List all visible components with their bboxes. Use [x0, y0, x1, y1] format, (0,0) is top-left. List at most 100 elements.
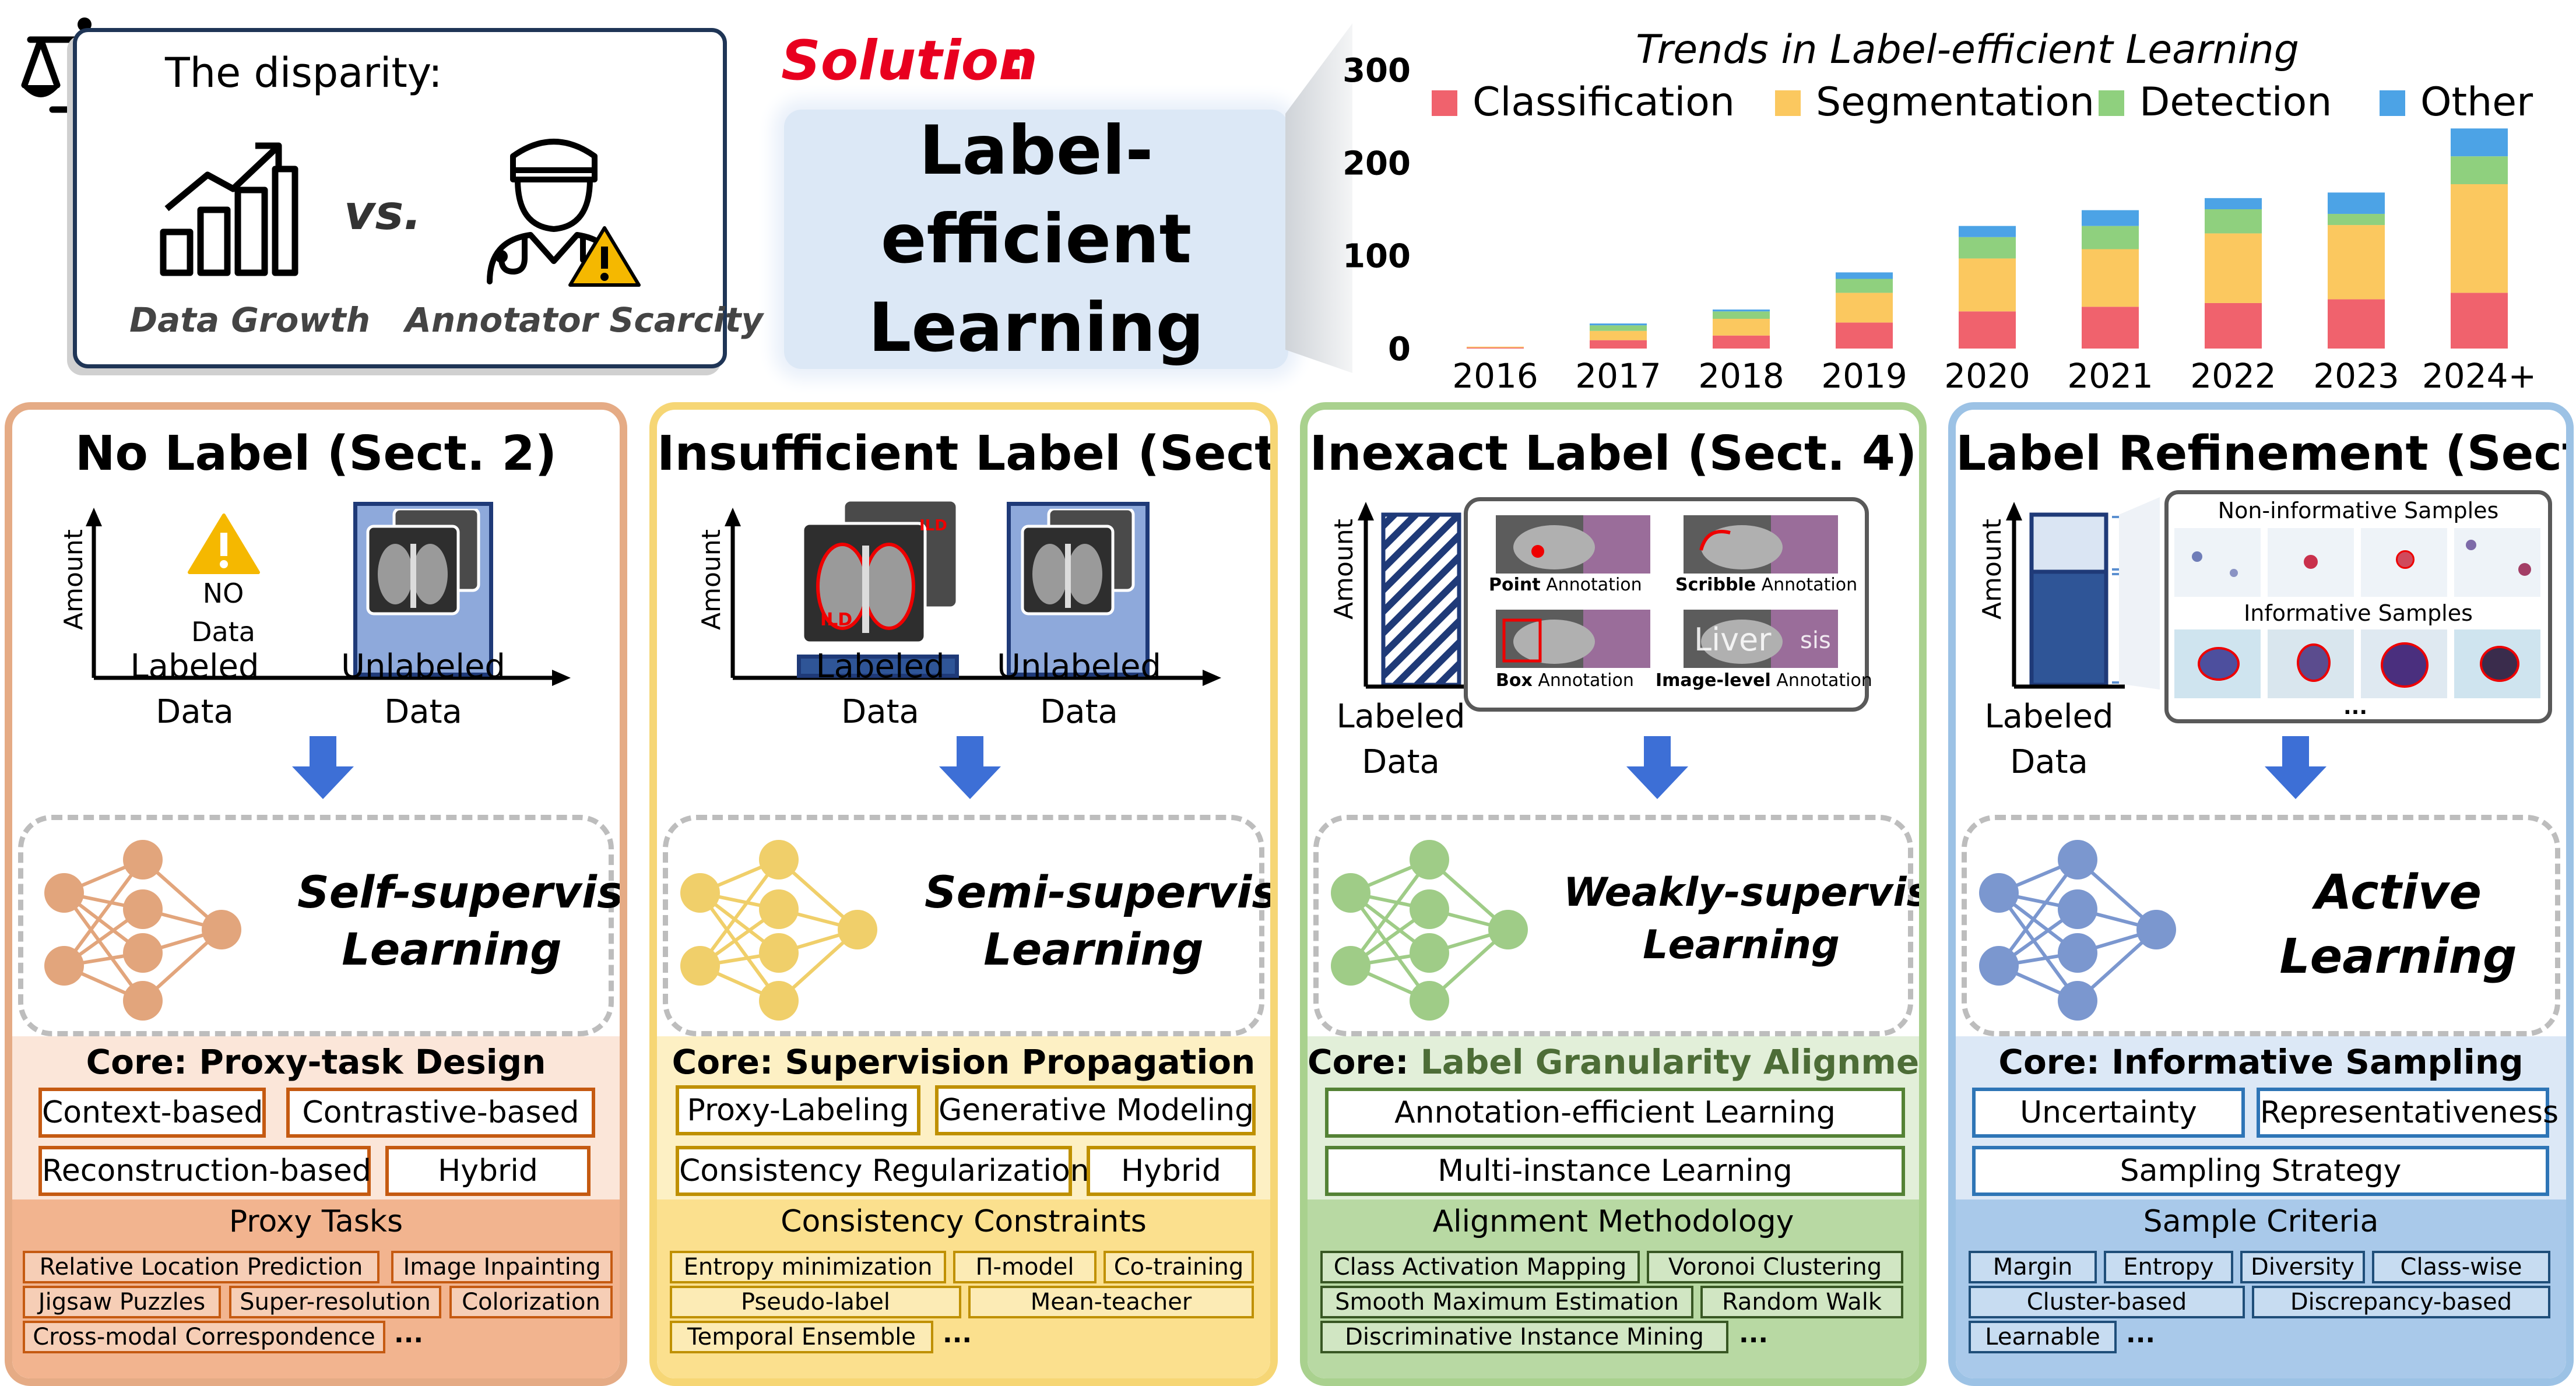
- bar-2016-segmentation: [1467, 346, 1524, 348]
- data-growth-label: Data Growth: [129, 300, 370, 340]
- labeled-line-1: Labeled: [130, 648, 259, 685]
- learning-line-2: Learning: [1643, 922, 1840, 968]
- bar-2018-segmentation: [1713, 319, 1770, 336]
- amount-axes: [725, 508, 1221, 686]
- nn-edge: [1997, 892, 2079, 1002]
- down-arrow-icon: [292, 736, 354, 799]
- core-tag-representativeness: Representativeness: [2257, 1088, 2559, 1138]
- growth-chart-icon: [160, 142, 298, 276]
- core-tag-sampling-strategy: Sampling Strategy: [1972, 1146, 2549, 1196]
- nn-node: [1488, 910, 1528, 949]
- bar-2022-classification: [2205, 302, 2262, 349]
- bar-2023-detection: [2328, 213, 2385, 226]
- labeled-data-label: Labeled Data: [1331, 694, 1471, 785]
- informative-sample: [2174, 629, 2261, 698]
- core-rest: Label Granularity Alignment: [1420, 1042, 1927, 1082]
- core-title: Core: Supervision Propagation: [672, 1042, 1256, 1082]
- learning-line-1: Self-supervised: [297, 866, 624, 918]
- labeled-line-1: Labeled: [1984, 698, 2114, 736]
- callout-lines: [2119, 497, 2160, 690]
- bar-2021-other: [2082, 210, 2139, 226]
- bar-2023-other: [2328, 192, 2385, 214]
- core-tag-contrastive-based: Contrastive-based: [286, 1088, 595, 1138]
- nn-edge: [62, 859, 145, 967]
- y-tick-label: 0: [1388, 330, 1411, 368]
- proxy-task-super-resolution: Super-resolution: [229, 1286, 441, 1318]
- learning-line-2: Learning: [983, 923, 1204, 975]
- nn-edge: [1997, 859, 2079, 967]
- annotator-scarcity-label: Annotator Scarcity: [405, 300, 764, 340]
- non-informative-sample: [2361, 528, 2447, 597]
- warning-icon: [188, 513, 260, 574]
- bar-2019-classification: [1836, 322, 1893, 349]
- ellipsis: ...: [2126, 1319, 2156, 1349]
- bar-2019-detection: [1836, 279, 1893, 293]
- bar-2017-classification: [1590, 340, 1647, 349]
- box-annotation-image: [1496, 610, 1650, 668]
- neural-network-icon: [1331, 840, 1528, 1021]
- bar-2017-other: [1590, 323, 1647, 326]
- criterion-class-wise: Class-wise: [2372, 1251, 2550, 1283]
- panel-title: Inexact Label (Sect. 4): [1309, 426, 1917, 481]
- nn-node: [2058, 840, 2097, 880]
- criterion-learnable: Learnable: [1969, 1321, 2117, 1353]
- learning-line-2: Learning: [342, 923, 562, 975]
- image-level-annotation-image: Liver sis: [1684, 610, 1838, 668]
- labeled-data-label: Labeled Data: [802, 644, 959, 735]
- amount-axes: [86, 508, 571, 686]
- caption-rest: Annotation: [1756, 575, 1858, 595]
- bar-2020-classification: [1959, 311, 2016, 349]
- learning-title: Semi-supervised Learning: [925, 864, 1270, 978]
- trend-chart: Trends in Label-efficient Learning Class…: [1343, 27, 2536, 396]
- criterion-entropy: Entropy: [2104, 1251, 2233, 1283]
- caption-bold: Box: [1496, 670, 1533, 691]
- criterion-cluster-based: Cluster-based: [1969, 1286, 2245, 1318]
- non-informative-sample: [2454, 528, 2540, 597]
- core-tag-multi-instance: Multi-instance Learning: [1325, 1146, 1905, 1196]
- unlabeled-line-2: Data: [1040, 693, 1118, 731]
- core-tag-context-based: Context-based: [38, 1088, 266, 1138]
- amount-axes: [1358, 502, 1477, 689]
- label-efficient-learning-text: Label-efficient Learning: [784, 107, 1288, 372]
- amount-axes: [2006, 502, 2125, 689]
- x-tick-label: 2022: [2190, 356, 2276, 396]
- lower-area: Alignment Methodology Class Activation M…: [1308, 1199, 1919, 1378]
- amount-label: Amount: [1329, 519, 1359, 620]
- bar-2019-segmentation: [1836, 293, 1893, 323]
- informative-sample: [2268, 629, 2354, 698]
- bar-2023-segmentation: [2328, 225, 2385, 300]
- core-prefix: Core:: [1308, 1042, 1421, 1082]
- bar-2017-detection: [1590, 325, 1647, 331]
- chart-bars: [1467, 128, 2508, 349]
- nn-node: [44, 873, 84, 913]
- proxy-task-colorization: Colorization: [449, 1286, 613, 1318]
- learning-line-1: Weakly-supervised: [1563, 870, 1919, 916]
- neural-network-icon: [44, 840, 241, 1021]
- nn-node: [1979, 946, 2019, 986]
- caption-rest: Annotation: [1540, 575, 1642, 595]
- core-area: Core: Supervision Propagation Proxy-Labe…: [657, 1036, 1270, 1199]
- nn-node: [2058, 889, 2097, 929]
- bar-2021-detection: [2082, 226, 2139, 249]
- annotation-examples-box: Point Annotation Scribble Annotation Box…: [1464, 497, 1872, 712]
- chest-xray-thumbnail: [366, 509, 480, 615]
- no-data-line-2: Data: [191, 616, 255, 648]
- label-efficient-learning-box: Label-efficient Learning: [784, 110, 1288, 369]
- nn-node: [759, 981, 799, 1021]
- learning-title: Weakly-supervised Learning: [1563, 867, 1919, 972]
- nn-node: [1331, 946, 1370, 986]
- bar-2020-segmentation: [1959, 258, 2016, 312]
- legend-label-other: Other: [2420, 79, 2533, 125]
- non-informative-sample: [2174, 528, 2261, 597]
- bar-2020-other: [1959, 226, 2016, 237]
- method-discriminative-instance-mining: Discriminative Instance Mining: [1320, 1321, 1728, 1353]
- lower-title: Consistency Constraints: [781, 1204, 1147, 1239]
- constraint-temporal-ensemble: Temporal Ensemble: [670, 1321, 933, 1353]
- x-tick-label: 2021: [2067, 356, 2153, 396]
- panel-no-label: No Label (Sect. 2) Amount NO Data Labele…: [5, 402, 627, 1386]
- nn-node: [759, 889, 799, 929]
- no-data-line-1: NO: [202, 578, 244, 609]
- core-area: Core: Label Granularity Alignment Annota…: [1308, 1036, 1919, 1199]
- nn-node: [1331, 873, 1370, 913]
- non-informative-sample: [2268, 528, 2354, 597]
